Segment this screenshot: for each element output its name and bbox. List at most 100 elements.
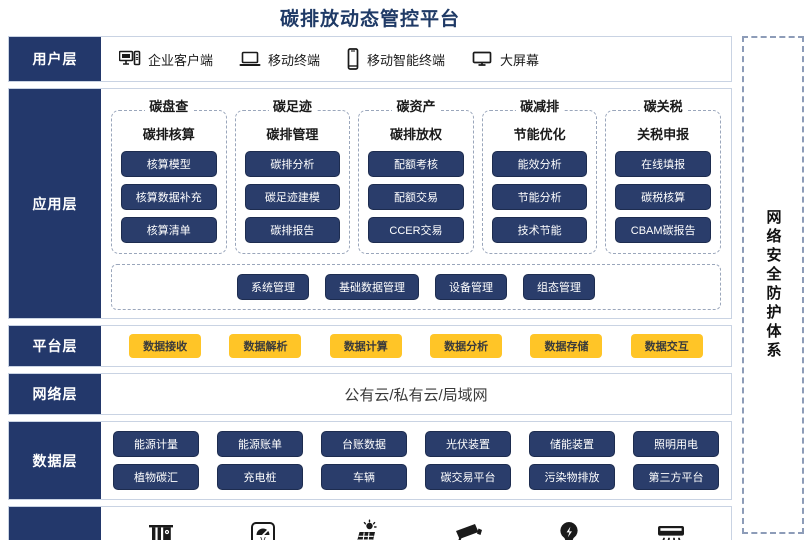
layer-stack: 用户层	[8, 36, 732, 540]
app-group-box: 碳排管理 碳排分析 碳足迹建模 碳排报告	[234, 110, 351, 254]
app-group-box: 碳排放权 配额考核 配额交易 CCER交易	[358, 110, 474, 254]
app-feature-button[interactable]: 节能分析	[491, 184, 588, 210]
data-source-button[interactable]: 植物碳汇	[113, 464, 199, 490]
user-item-smart-terminal[interactable]: 移动智能终端	[346, 48, 445, 70]
user-item-label: 移动终端	[268, 52, 321, 68]
data-source-button[interactable]: 污染物排放	[529, 464, 615, 490]
sensing-item-lighting-socket[interactable]: 照明插座	[521, 515, 617, 540]
app-feature-button[interactable]: 碳足迹建模	[244, 184, 341, 210]
layer-sensing: 感知层	[8, 506, 732, 540]
layer-data: 数据层 能源计量 能源账单 台账数据 光伏装置 储能装置 照明用电 植物碳汇 充…	[8, 421, 732, 500]
user-item-label: 大屏幕	[500, 52, 540, 68]
data-source-button[interactable]: 储能装置	[529, 431, 615, 457]
layer-body-user: 企业客户端 移动终端	[101, 37, 731, 81]
data-source-button[interactable]: 充电桩	[217, 464, 303, 490]
sensing-item-energy-meter[interactable]: V 能源表计	[215, 515, 311, 540]
security-panel-label: 网络安全防护体系	[764, 209, 782, 361]
layer-platform: 平台层 数据接收 数据解析 数据计算 数据分析 数据存储 数据交互	[8, 325, 732, 367]
app-feature-button[interactable]: 能效分析	[491, 151, 588, 177]
app-feature-button[interactable]: 碳排分析	[244, 151, 341, 177]
platform-capability-list: 数据接收 数据解析 数据计算 数据分析 数据存储 数据交互	[101, 326, 731, 366]
app-group-box: 碳排核算 核算模型 核算数据补充 核算清单	[111, 110, 227, 254]
sensing-item-solar-power[interactable]: 光伏发电	[317, 515, 413, 540]
layer-network: 网络层 公有云/私有云/局域网	[8, 373, 732, 415]
security-panel: 网络安全防护体系	[742, 36, 804, 534]
energy-meter-icon: V	[248, 515, 278, 540]
user-item-big-screen[interactable]: 大屏幕	[471, 50, 539, 69]
platform-capability-pill[interactable]: 数据交互	[630, 334, 703, 358]
layer-body-platform: 数据接收 数据解析 数据计算 数据分析 数据存储 数据交互	[101, 326, 731, 366]
app-feature-button[interactable]: 配额交易	[368, 184, 464, 210]
layer-body-data: 能源计量 能源账单 台账数据 光伏装置 储能装置 照明用电 植物碳汇 充电桩 车…	[101, 422, 731, 499]
layer-label-platform: 平台层	[9, 326, 101, 366]
layer-label-user: 用户层	[9, 37, 101, 81]
user-item-label: 移动智能终端	[367, 52, 446, 68]
app-group-title: 碳盘查	[111, 96, 227, 115]
management-button[interactable]: 系统管理	[237, 274, 309, 300]
layer-label-application: 应用层	[9, 89, 101, 318]
data-source-button[interactable]: 第三方平台	[633, 464, 719, 490]
app-group-subtitle: 节能优化	[513, 127, 566, 142]
network-description: 公有云/私有云/局域网	[344, 386, 488, 404]
application-management-box: 系统管理 基础数据管理 设备管理 组态管理	[111, 264, 721, 310]
management-button[interactable]: 设备管理	[435, 274, 507, 300]
layer-label-sensing: 感知层	[9, 507, 101, 540]
svg-text:V: V	[260, 536, 266, 540]
sensing-item-carbon-monitor[interactable]: 碳监测	[113, 515, 209, 540]
app-feature-button[interactable]: 在线填报	[615, 151, 711, 177]
data-source-button[interactable]: 能源计量	[113, 431, 199, 457]
app-feature-button[interactable]: 核算清单	[121, 217, 217, 243]
data-source-button[interactable]: 碳交易平台	[425, 464, 511, 490]
app-feature-button[interactable]: CBAM碳报告	[615, 217, 711, 243]
solar-panel-icon	[350, 515, 380, 540]
desktop-tower-icon	[118, 50, 141, 68]
app-feature-button[interactable]: CCER交易	[368, 217, 464, 243]
app-group-title: 碳关税	[605, 96, 721, 115]
management-button[interactable]: 组态管理	[523, 274, 595, 300]
platform-capability-pill[interactable]: 数据分析	[430, 334, 503, 358]
air-conditioner-icon	[655, 515, 687, 540]
app-group-carbon-reduction: 碳减排 节能优化 能效分析 节能分析 技术节能	[481, 96, 598, 254]
laptop-icon	[239, 50, 261, 68]
layer-label-network: 网络层	[9, 374, 101, 414]
app-group-carbon-inventory: 碳盘查 碳排核算 核算模型 核算数据补充 核算清单	[111, 99, 227, 254]
app-group-title: 碳减排	[482, 96, 598, 115]
user-terminal-list: 企业客户端 移动终端	[101, 37, 731, 81]
app-group-subtitle: 碳排放权	[389, 127, 442, 142]
platform-capability-pill[interactable]: 数据解析	[229, 334, 302, 358]
app-feature-button[interactable]: 碳排报告	[244, 217, 341, 243]
user-item-enterprise-client[interactable]: 企业客户端	[118, 50, 213, 69]
app-feature-button[interactable]: 核算数据补充	[121, 184, 217, 210]
data-source-button[interactable]: 能源账单	[217, 431, 303, 457]
app-group-carbon-tariff: 碳关税 关税申报 在线填报 碳税核算 CBAM碳报告	[605, 99, 721, 254]
layer-application: 应用层 碳盘查 碳排核算 核算模型 核算数据补充 核算清单 碳足迹	[8, 88, 732, 319]
data-source-button[interactable]: 光伏装置	[425, 431, 511, 457]
user-item-mobile-terminal[interactable]: 移动终端	[239, 50, 320, 69]
data-source-row-1: 能源计量 能源账单 台账数据 光伏装置 储能装置 照明用电	[113, 431, 719, 457]
app-group-subtitle: 碳排管理	[266, 127, 319, 142]
layer-body-application: 碳盘查 碳排核算 核算模型 核算数据补充 核算清单 碳足迹 碳排管理 碳排分析	[101, 89, 731, 318]
platform-capability-pill[interactable]: 数据接收	[129, 334, 202, 358]
app-group-box: 关税申报 在线填报 碳税核算 CBAM碳报告	[605, 110, 721, 254]
data-source-button[interactable]: 车辆	[321, 464, 407, 490]
platform-capability-pill[interactable]: 数据存储	[530, 334, 603, 358]
sensing-item-air-conditioning[interactable]: 空调制冷	[623, 515, 719, 540]
data-source-button[interactable]: 台账数据	[321, 431, 407, 457]
app-feature-button[interactable]: 配额考核	[368, 151, 464, 177]
management-button[interactable]: 基础数据管理	[325, 274, 419, 300]
layer-label-data: 数据层	[9, 422, 101, 499]
app-feature-button[interactable]: 核算模型	[121, 151, 217, 177]
app-group-box: 节能优化 能效分析 节能分析 技术节能	[481, 110, 598, 254]
data-source-button[interactable]: 照明用电	[633, 431, 719, 457]
app-feature-button[interactable]: 碳税核算	[615, 184, 711, 210]
platform-capability-pill[interactable]: 数据计算	[329, 334, 402, 358]
app-group-subtitle: 关税申报	[637, 127, 690, 142]
layer-body-sensing: 碳监测 V 能源表计	[101, 507, 731, 540]
carbon-monitor-icon	[146, 515, 176, 540]
app-feature-button[interactable]: 技术节能	[491, 217, 588, 243]
page-title: 碳排放动态管控平台	[279, 9, 460, 30]
monitor-icon	[471, 50, 493, 68]
sensing-item-video-surveillance[interactable]: 视频监控	[419, 515, 515, 540]
smartphone-icon	[346, 48, 360, 70]
